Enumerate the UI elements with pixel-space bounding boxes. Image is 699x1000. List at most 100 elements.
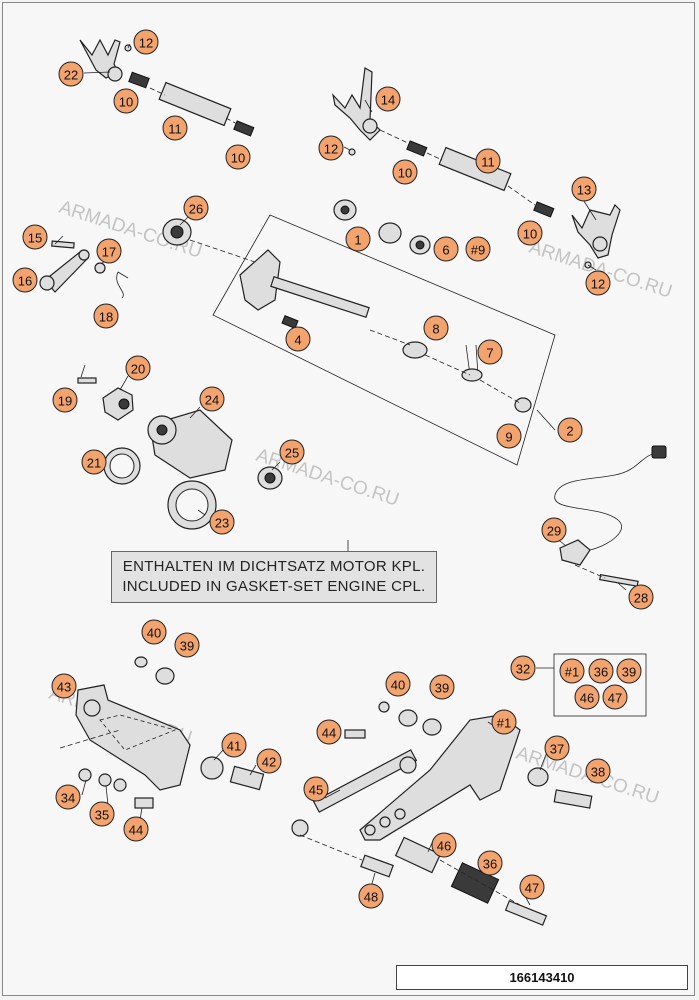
svg-text:#1: #1 [565,665,579,680]
callout-10: 10 [392,159,418,185]
callout-44: 44 [123,816,149,842]
kit-item-46: 46 [574,684,600,710]
callout-text: 20 [131,362,145,377]
callout-text: 11 [168,122,182,137]
note-line-en: INCLUDED IN GASKET-SET ENGINE CPL. [122,578,426,595]
callout-text: 18 [99,310,113,325]
callout-12: 12 [585,270,611,296]
callout-text: 24 [205,393,219,408]
callout-text: 48 [364,890,378,905]
callout-47: 47 [519,874,545,900]
callout-text: 34 [61,791,75,806]
callout-text: 39 [435,681,449,696]
callout-38: 38 [585,758,611,784]
callout-text: 19 [58,394,72,409]
gear-position-sensor [554,445,667,587]
callout-text: 10 [523,227,537,242]
svg-text:46: 46 [580,691,594,706]
callout-13: 13 [571,176,597,202]
callout-text: 40 [391,678,405,693]
callout-text: 44 [322,726,336,741]
detent-star [162,218,192,246]
kit-item-ref-1: #1 [559,658,585,684]
callout-text: 14 [381,93,395,108]
callout-text: #1 [497,716,511,731]
callout-text: 21 [87,456,101,471]
callout-35: 35 [89,801,115,827]
callout-text: 10 [231,151,245,166]
callout-text: 9 [505,430,512,445]
callout-2: 2 [557,417,583,443]
callout-8: 8 [423,315,449,341]
callout-24: 24 [199,386,225,412]
callout-text: 1 [354,233,361,248]
callout-text: 10 [398,166,412,181]
callout-text: 6 [442,243,449,258]
kit-item-39: 39 [616,658,642,684]
callout-text: 35 [95,808,109,823]
callout-26: 26 [183,195,209,221]
callout-text: 44 [129,823,143,838]
callout-text: 10 [119,95,133,110]
callout-36: 36 [477,850,503,876]
callout-ref-1: #1 [491,709,517,735]
callout-41: 41 [221,732,247,758]
svg-text:39: 39 [622,665,636,680]
callout-ref-9: #9 [465,236,491,262]
shift-shaft-group-box [212,214,556,466]
callout-16: 16 [12,267,38,293]
callout-text: 46 [437,839,451,854]
callout-text: 40 [147,626,161,641]
callout-23: 23 [209,509,235,535]
callout-text: 17 [102,245,116,260]
shift-rod [291,729,418,878]
shift-drum-group [77,377,283,530]
callout-text: 28 [634,591,648,606]
callout-48: 48 [358,883,384,909]
callout-1: 1 [345,226,371,252]
callout-29: 29 [541,517,567,543]
shift-fork-middle [331,67,555,218]
shift-lever [75,656,265,809]
callout-25: 25 [279,439,305,465]
callout-text: 12 [591,277,605,292]
callout-text: 36 [483,857,497,872]
callout-20: 20 [125,355,151,381]
callout-10: 10 [225,144,251,170]
callout-labels: 1222101110141210111310122616#91517161848… [12,29,654,909]
callout-18: 18 [93,303,119,329]
callout-text: 29 [547,524,561,539]
callout-text: 23 [215,516,229,531]
callout-text: 38 [591,765,605,780]
callout-32: 32 [510,655,536,681]
callout-15: 15 [22,224,48,250]
shift-foot-lever [359,701,593,926]
callout-45: 45 [303,776,329,802]
callout-28: 28 [628,584,654,610]
callout-text: 47 [525,881,539,896]
callout-text: 45 [309,783,323,798]
callout-39: 39 [429,674,455,700]
gasket-set-note: ENTHALTEN IM DICHTSATZ MOTOR KPL. INCLUD… [111,551,437,603]
callout-text: 11 [481,155,495,170]
callout-text: 37 [550,742,564,757]
kit-item-47: 47 [602,684,628,710]
callout-44: 44 [316,719,342,745]
callout-text: 7 [486,346,493,361]
drawing-number-box: 166143410 [396,965,688,990]
callout-text: 39 [180,639,194,654]
callout-text: 12 [139,36,153,51]
callout-40: 40 [385,671,411,697]
callout-text: 43 [57,680,71,695]
callout-19: 19 [52,387,78,413]
shift-shaft-parts [239,199,532,413]
callout-text: 25 [285,446,299,461]
callout-6: 6 [433,236,459,262]
callout-46: 46 [431,832,457,858]
shift-fork-right [571,203,621,269]
callout-43: 43 [51,673,77,699]
callout-10: 10 [517,220,543,246]
callout-text: 32 [516,662,530,677]
callout-12: 12 [133,29,159,55]
